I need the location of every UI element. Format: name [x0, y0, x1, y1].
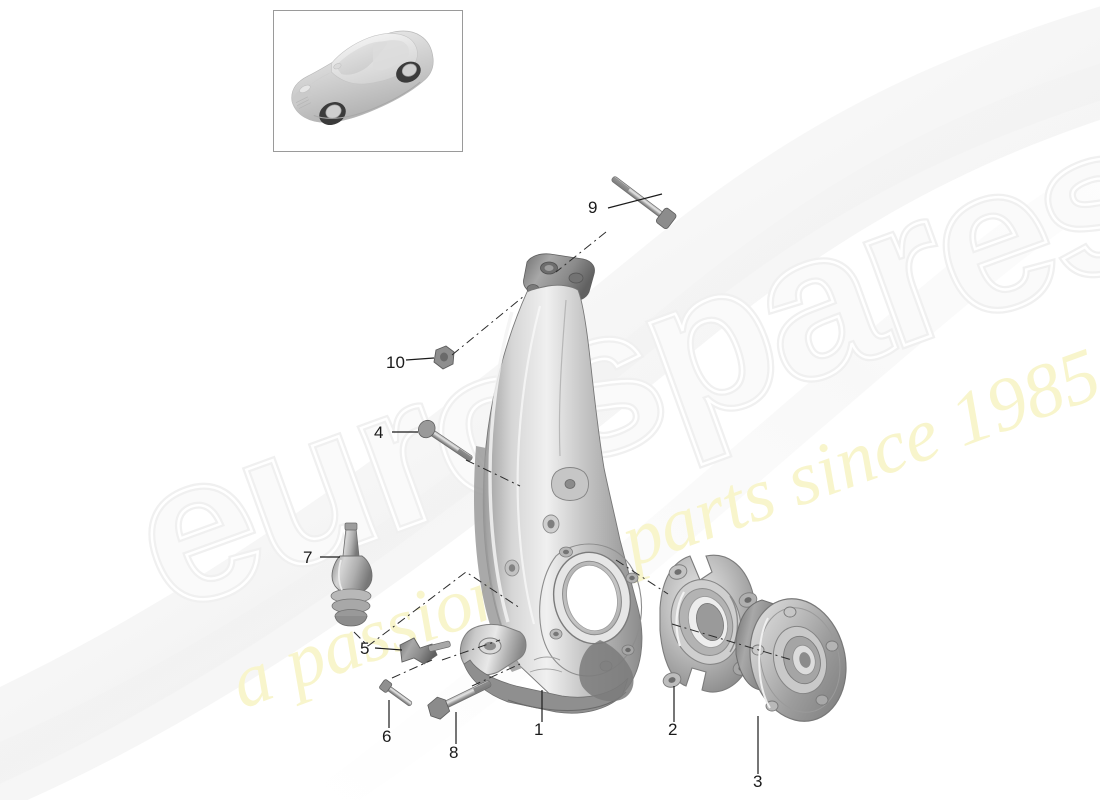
knuckle-highlight-ridge-2 [516, 305, 542, 625]
hub-stud-hole-1 [783, 606, 797, 618]
part-steering-knuckle [459, 253, 643, 714]
balljoint-stud [342, 527, 360, 557]
part-bracket-clamp [399, 637, 451, 665]
assembly-guide-lines [353, 231, 793, 687]
bolt8-thread [473, 680, 492, 694]
guide-bolt9-to-knuckle [555, 231, 607, 273]
part-hex-bolt-lower [427, 680, 492, 720]
knuckle-abs-hole [547, 519, 555, 529]
car-front-rim [325, 104, 342, 119]
knuckle-hole-mid-1-bore [508, 564, 516, 572]
car-grille-slats [295, 96, 311, 109]
bolt8-head [427, 696, 451, 720]
bolt4-thread [457, 448, 473, 461]
callout-label-1: 1 [534, 720, 544, 739]
hub-stud-hole-4 [765, 700, 779, 712]
part-wheel-bearing [659, 554, 758, 693]
car-mirror [333, 63, 342, 70]
part-long-through-bolt [611, 176, 677, 230]
knuckle-mark-1 [533, 656, 561, 661]
car-headlight [299, 84, 311, 93]
bearing-highlight-1 [675, 591, 685, 647]
knuckle-strut-bore-lower [568, 272, 584, 284]
part-wheel-hub [735, 598, 847, 722]
balljoint-highlight [337, 559, 343, 591]
bracket5-tab [428, 640, 451, 652]
hub-stud-hole-3 [815, 694, 829, 706]
knuckle-shadow-line [558, 299, 567, 457]
bearing-bore [696, 602, 724, 642]
guide-nut10-to-knuckle [451, 295, 525, 356]
guide-bearing-to-hub [671, 623, 793, 661]
car-rocker-line [313, 81, 421, 119]
bolt9-head [655, 207, 677, 230]
swoosh-band-3 [300, 157, 1100, 800]
knuckle-bearing-hole-2 [629, 575, 635, 581]
callout-label-3: 3 [753, 772, 763, 791]
callout-label-9: 9 [588, 198, 598, 217]
knuckle-mark-2 [529, 668, 563, 673]
bearing-highlight-2 [729, 595, 739, 653]
leader-10 [405, 357, 435, 361]
callout-label-5: 5 [360, 639, 370, 658]
balljoint-thread [344, 522, 358, 531]
knuckle-bearing-hole-4 [553, 631, 559, 637]
callout-label-6: 6 [382, 727, 392, 746]
car-rear-rim [401, 63, 417, 77]
bearing-ear-hole-1 [674, 569, 682, 575]
hub-spline-bore [799, 652, 811, 668]
callout-leader-lines [320, 193, 759, 774]
hub-stud-hole-2 [825, 640, 839, 652]
bolt6-head [379, 679, 393, 693]
knuckle-bearing-hole-3 [625, 647, 631, 653]
vehicle-thumbnail-box [273, 10, 463, 152]
bolt9-thread [611, 176, 630, 192]
hub-highlight [758, 617, 771, 709]
vehicle-silhouette-icon [291, 30, 434, 126]
knuckle-lower-shadow [579, 640, 634, 702]
callout-label-2: 2 [668, 720, 678, 739]
guide-balljoint-to-knuckle [353, 571, 521, 647]
guide-knuckle-to-bearing [615, 559, 669, 595]
part-hex-nut [433, 345, 455, 370]
leader-5 [374, 647, 403, 651]
nut10-bore [440, 352, 448, 362]
bearing-ear-hole-4 [668, 677, 676, 683]
callout-label-7: 7 [303, 548, 313, 567]
bracket5-body [399, 637, 438, 665]
callout-label-10: 10 [386, 353, 405, 372]
balljoint-boot-base [334, 615, 368, 627]
part-ball-joint [330, 522, 373, 627]
bolt4-head [418, 419, 436, 439]
guide-bracket5-to-knuckle [441, 639, 501, 661]
knuckle-bearing-hole-1 [563, 549, 569, 555]
leader-9 [607, 193, 663, 209]
part-hex-bolt-upper [418, 419, 473, 462]
knuckle-strut-bore-upper-inner [544, 265, 554, 271]
knuckle-highlight-ridge [488, 311, 514, 623]
knuckle-lca-bore-inner [484, 641, 496, 651]
bearing-ear-hole-2 [744, 597, 752, 603]
guide-bolt8-to-knuckle [471, 663, 521, 687]
part-socket-bolt-small [379, 679, 413, 707]
callout-label-4: 4 [374, 423, 384, 442]
knuckle-caliper-hole-upper [564, 479, 576, 489]
car-side-window [372, 40, 410, 71]
knuckle-hub-bore-hollow [566, 564, 618, 632]
guide-bolt6-to-bracket [391, 659, 433, 679]
callout-label-8: 8 [449, 743, 459, 762]
